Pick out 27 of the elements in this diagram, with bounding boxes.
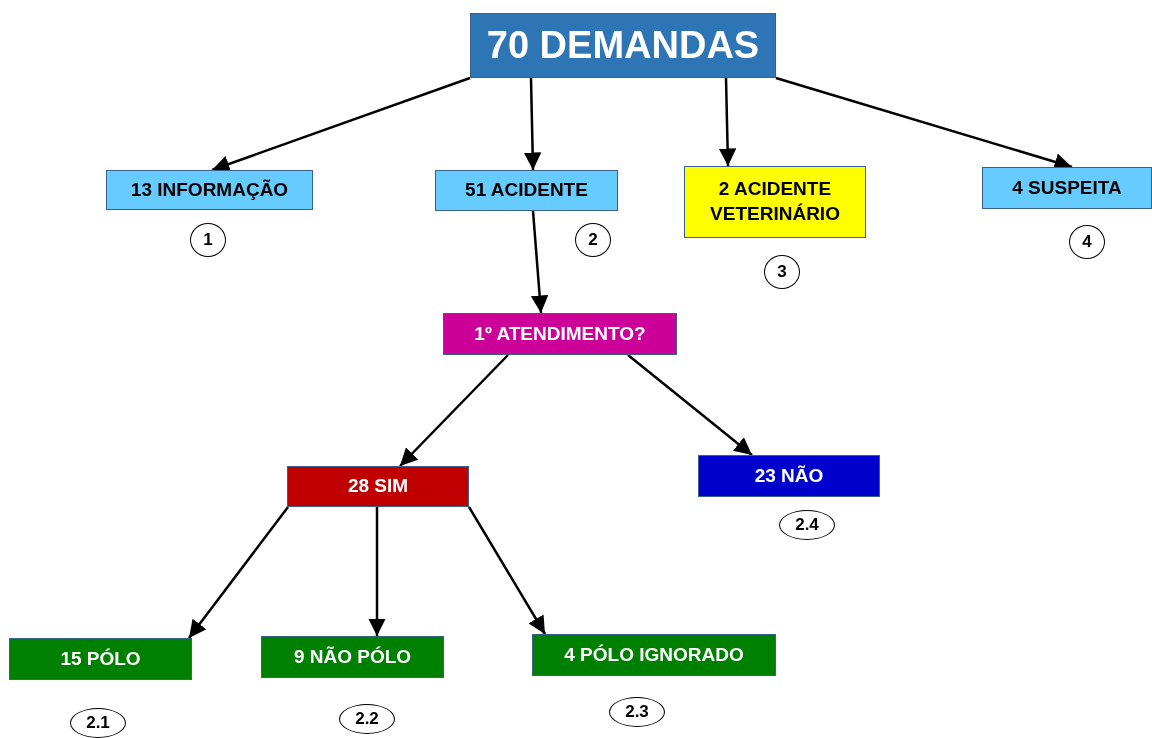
- process-box: 15 PÓLO: [9, 638, 192, 680]
- process-box: 70 DEMANDAS: [470, 13, 776, 78]
- process-box: 2 ACIDENTE VETERINÁRIO: [684, 166, 866, 238]
- arrow: [467, 506, 547, 635]
- number-circle: 2.3: [609, 697, 665, 727]
- process-box: 23 NÃO: [698, 455, 880, 497]
- number-circle: 1: [190, 223, 226, 257]
- number-circle: 2: [575, 223, 611, 257]
- arrow: [530, 210, 549, 314]
- arrow: [399, 354, 509, 467]
- process-box: 51 ACIDENTE: [435, 170, 618, 211]
- arrow: [718, 77, 737, 167]
- process-box: 4 PÓLO IGNORADO: [532, 634, 776, 676]
- process-box: 1º ATENDIMENTO?: [443, 313, 677, 355]
- number-circle: 2.1: [70, 708, 126, 738]
- number-circle: 4: [1069, 225, 1105, 259]
- arrow: [368, 507, 386, 636]
- number-circle: 3: [764, 255, 800, 289]
- arrow: [523, 77, 542, 171]
- number-circle: 2.4: [779, 510, 835, 540]
- process-box: 4 SUSPEITA: [982, 167, 1152, 209]
- number-circle: 2.2: [339, 704, 395, 734]
- process-box: 28 SIM: [287, 466, 469, 507]
- process-box: 13 INFORMAÇÃO: [106, 170, 313, 210]
- arrow: [188, 506, 289, 639]
- arrow: [627, 354, 753, 456]
- process-box: 9 NÃO PÓLO: [261, 636, 444, 678]
